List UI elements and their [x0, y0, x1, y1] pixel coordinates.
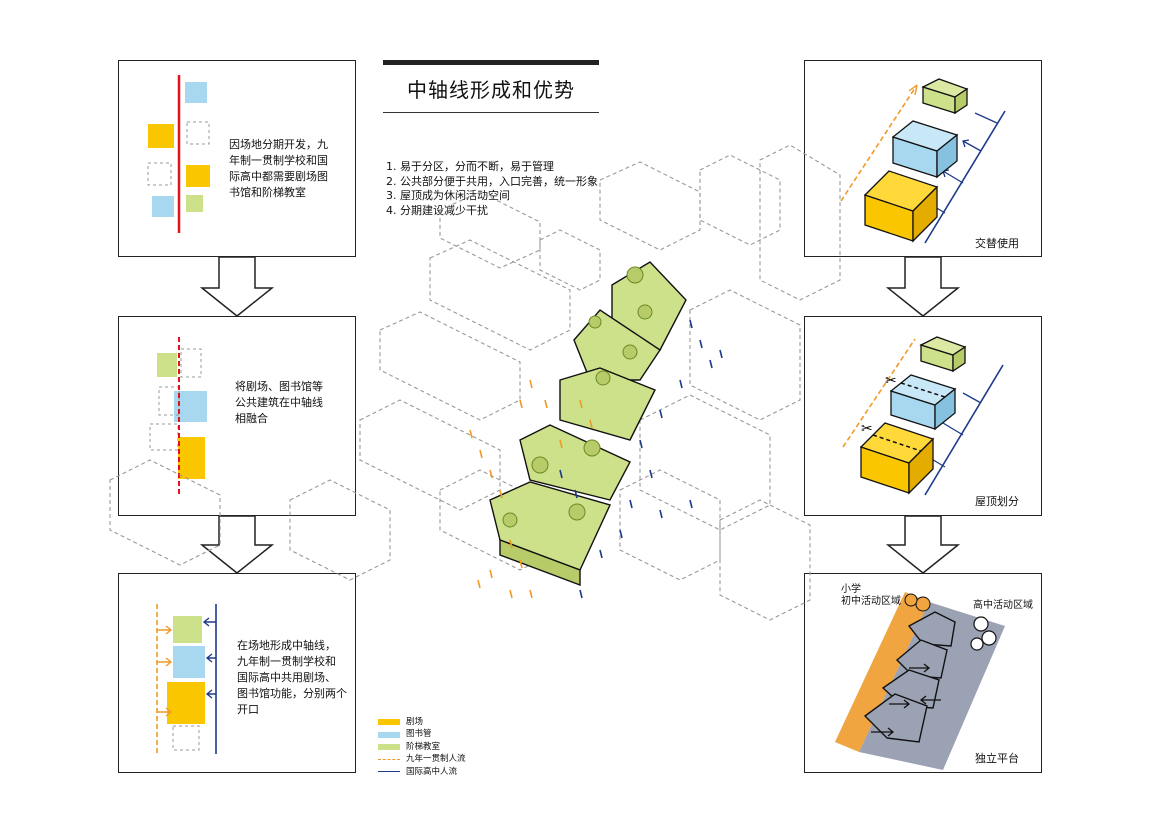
left-panel-2-text: 将剧场、图书馆等 公共建筑在中轴线 相融合: [235, 379, 323, 427]
scissors-icon: ✂: [885, 373, 897, 389]
page-title: 中轴线形成和优势: [407, 78, 575, 102]
platform-blocks: [863, 611, 956, 743]
right-panel-1: 交替使用: [804, 60, 1042, 257]
classroom-block: [186, 195, 203, 212]
face-icon: [973, 616, 989, 632]
face-icon: [904, 593, 918, 607]
placeholder-block: [147, 162, 172, 186]
right-panel-2-diagram: ✂ ✂: [842, 336, 1004, 496]
flow-ticks-orange: [469, 379, 593, 599]
flow-line-orange: [840, 84, 918, 202]
orange-arrows: [157, 625, 173, 717]
right-panel-3: 小学 初中活动区域 高中活动区域 独立平台: [804, 573, 1042, 773]
scissors-icon: ✂: [861, 421, 873, 437]
down-arrow: [199, 515, 275, 574]
theater-block: [148, 124, 174, 148]
placeholder-block: [172, 725, 200, 751]
face-icon: [981, 630, 997, 646]
legend-item: 图书管: [378, 728, 466, 740]
legend-item: 九年一贯制人流: [378, 753, 466, 765]
flow-line-blue: [924, 364, 1004, 496]
title-bar: [383, 60, 599, 65]
legend-label: 图书管: [406, 729, 432, 740]
list-item: 3. 屋顶成为休闲活动空间: [386, 189, 510, 202]
placeholder-block: [149, 423, 179, 451]
right-panel-3-diagram: [835, 592, 1005, 770]
trees: [502, 266, 653, 528]
legend-label: 国际高中人流: [406, 766, 458, 777]
left-panel-1-text: 因场地分期开发，九 年制一贯制学校和国 际高中都需要剧场图 书馆和阶梯教室: [229, 137, 328, 201]
text-line: 图书馆功能，分别两个: [237, 687, 347, 700]
title-block: 中轴线形成和优势: [383, 60, 599, 114]
zone-orange: [835, 592, 929, 752]
text-line: 国际高中共用剧场、: [237, 671, 336, 684]
panel-label: 交替使用: [975, 237, 1019, 250]
library-block: [185, 82, 207, 103]
theater-block: [186, 165, 210, 187]
text-line: 将剧场、图书馆等: [235, 380, 323, 393]
library-block: [173, 646, 205, 678]
legend: 剧场 图书管 阶梯教室 九年一贯制人流 国际高中人流: [378, 716, 466, 778]
text-line: 在场地形成中轴线，: [237, 639, 336, 652]
legend-label: 九年一贯制人流: [406, 754, 466, 765]
text-line: 九年制一贯制学校和: [237, 655, 336, 668]
classroom-block: [173, 616, 202, 643]
text-line: 相融合: [235, 412, 268, 425]
zone-left-label: 小学 初中活动区域: [841, 584, 901, 608]
face-icon: [915, 596, 931, 612]
legend-item: 剧场: [378, 716, 466, 728]
library-block: [152, 196, 174, 217]
list-item: 4. 分期建设减少干扰: [386, 203, 488, 217]
title-underline: [383, 112, 599, 113]
text-line: 际高中都需要剧场图: [229, 170, 328, 183]
advantages-list: 1. 易于分区，分而不断，易于管理 2. 公共部分便于共用，入口完善，统一形象 …: [386, 160, 598, 218]
down-arrow: [199, 256, 275, 317]
text-line: 因场地分期开发，九: [229, 138, 328, 151]
right-panel-2: ✂ ✂ 屋顶划分: [804, 316, 1042, 516]
classroom-block: [157, 353, 177, 377]
text-line: 开口: [237, 703, 259, 716]
face-icon: [970, 637, 984, 651]
zone-right-label: 高中活动区域: [973, 600, 1033, 611]
blue-arrows: [202, 617, 216, 699]
left-panel-3-diagram: [156, 604, 217, 754]
text-line: 年制一贯制学校和国: [229, 154, 328, 167]
list-item: 1. 易于分区，分而不断，易于管理: [386, 160, 554, 173]
legend-label: 剧场: [406, 717, 424, 727]
roof-chain: [489, 261, 687, 587]
text-line: 书馆和阶梯教室: [229, 186, 306, 199]
left-panel-2: 将剧场、图书馆等 公共建筑在中轴线 相融合: [118, 316, 356, 516]
left-panel-3-text: 在场地形成中轴线， 九年制一贯制学校和 国际高中共用剧场、 图书馆功能，分别两个…: [237, 638, 347, 718]
legend-label: 阶梯教室: [406, 741, 441, 752]
legend-item: 阶梯教室: [378, 741, 466, 753]
down-arrow: [885, 515, 961, 574]
legend-item: 国际高中人流: [378, 766, 466, 778]
text-line: 初中活动区域: [841, 596, 901, 607]
text-line: 公共建筑在中轴线: [235, 396, 323, 409]
placeholder-block: [180, 348, 202, 378]
left-panel-1: 因场地分期开发，九 年制一贯制学校和国 际高中都需要剧场图 书馆和阶梯教室: [118, 60, 356, 257]
panel-label: 独立平台: [975, 752, 1019, 765]
flow-line-orange: [842, 338, 916, 448]
flow-line-blue: [924, 110, 1006, 244]
theater-block: [167, 682, 205, 724]
flow-ticks-blue: [559, 319, 723, 599]
panel-label: 屋顶划分: [975, 495, 1019, 508]
left-panel-1-diagram: [147, 75, 210, 233]
placeholder-block: [186, 121, 210, 145]
left-panel-3: 在场地形成中轴线， 九年制一贯制学校和 国际高中共用剧场、 图书馆功能，分别两个…: [118, 573, 356, 773]
theater-block: [178, 437, 205, 479]
down-arrow: [885, 256, 961, 317]
right-panel-1-diagram: [840, 78, 1006, 244]
text-line: 小学: [841, 584, 861, 595]
list-item: 2. 公共部分便于共用，入口完善，统一形象: [386, 174, 598, 188]
